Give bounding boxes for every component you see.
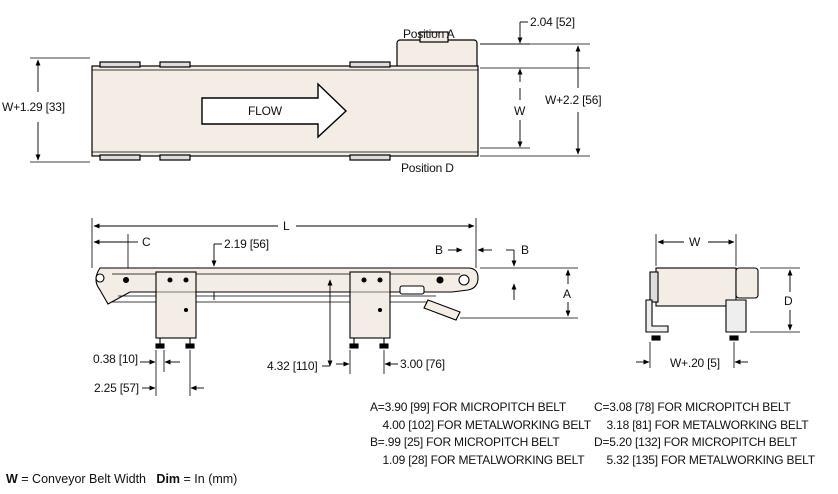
dim-2-19: 2.19 [56] <box>224 237 269 251</box>
label-flow: FLOW <box>248 104 282 118</box>
dim-2-04: 2.04 [52] <box>530 15 575 29</box>
dim-a: A <box>563 287 571 301</box>
dim-2-25: 2.25 [57] <box>94 381 139 395</box>
legend-dim-text: = In (mm) <box>180 472 238 486</box>
label-position-d: Position D <box>401 161 454 175</box>
dim-w-end: W <box>689 235 701 249</box>
dim-b-left: B <box>435 243 443 257</box>
dim-d: D <box>784 294 793 308</box>
dim-w-plus-2-2: W+2.2 [56] <box>545 93 602 107</box>
dim-b-right: B <box>521 243 529 257</box>
dim-w-top: W <box>514 104 526 118</box>
dim-3-00: 3.00 [76] <box>400 357 445 371</box>
end-view <box>636 234 800 368</box>
dim-0-38: 0.38 [10] <box>93 352 138 366</box>
dim-l: L <box>283 219 290 233</box>
dim-4-32: 4.32 [110] <box>267 359 318 373</box>
legend: W = Conveyor Belt Width Dim = In (mm) <box>6 472 237 486</box>
top-view <box>30 21 590 163</box>
dim-c: C <box>142 235 151 249</box>
legend-w-key: W <box>6 472 18 486</box>
dim-w-plus-1-29: W+1.29 [33] <box>2 100 65 114</box>
side-view <box>91 218 578 396</box>
legend-dim-key: Dim <box>156 472 181 486</box>
legend-w-text: = Conveyor Belt Width <box>17 472 146 486</box>
notes-a-b: A=3.90 [99] FOR MICROPITCH BELT 4.00 [10… <box>370 400 591 467</box>
label-position-a: Position A <box>403 27 455 41</box>
notes-c-d: C=3.08 [78] FOR MICROPITCH BELT 3.18 [81… <box>594 400 815 467</box>
dim-w-plus-0-20: W+.20 [5] <box>670 356 720 370</box>
